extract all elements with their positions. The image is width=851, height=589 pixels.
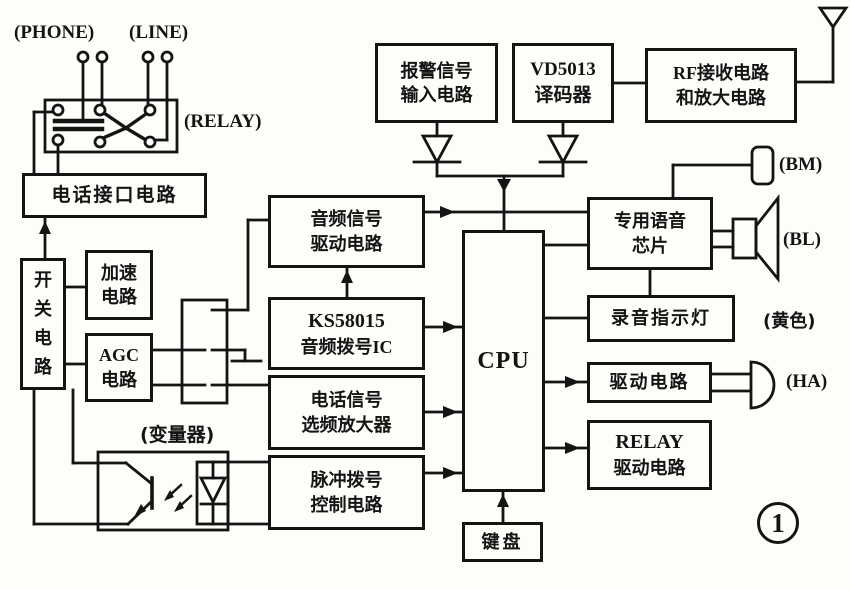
block-alarm-signal-input: 报警信号 输入电路 <box>375 43 498 123</box>
buzzer-icon <box>749 360 776 410</box>
block-voice-chip: 专用语音 芯片 <box>587 197 713 270</box>
microphone-icon <box>750 145 775 186</box>
relay-contacts-icon <box>32 50 179 175</box>
block-phone-interface: 电话接口电路 <box>22 173 207 218</box>
block-relay-drive: RELAY 驱动电路 <box>587 420 712 490</box>
optocoupler-icon <box>96 450 230 532</box>
label-transformer: (变量器) <box>140 424 215 446</box>
diode-icon <box>538 121 588 178</box>
speaker-icon <box>731 193 780 283</box>
block-agc-circuit: AGC 电路 <box>85 333 153 402</box>
antenna-icon <box>795 6 849 84</box>
figure-number-badge: 1 <box>757 502 799 544</box>
block-keyboard: 键盘 <box>462 522 543 562</box>
block-acceleration-circuit: 加速 电路 <box>85 250 153 320</box>
block-audio-signal-drive: 音频信号 驱动电路 <box>268 195 425 268</box>
label-bl: (BL) <box>783 229 821 250</box>
label-phone: (PHONE) <box>14 22 95 43</box>
block-pulse-dial-control: 脉冲拨号 控制电路 <box>268 455 425 530</box>
block-drive-circuit: 驱动电路 <box>587 362 712 403</box>
label-bm: (BM) <box>779 154 823 175</box>
block-tel-signal-amplifier: 电话信号 选频放大器 <box>268 375 425 450</box>
transformer-icon <box>180 298 270 405</box>
block-cpu: CPU <box>462 230 545 492</box>
label-line: (LINE) <box>129 22 189 43</box>
label-ha: (HA) <box>786 371 828 392</box>
block-recording-indicator: 录音指示灯 <box>587 295 735 342</box>
block-vd5013-decoder: VD5013 译码器 <box>512 43 614 123</box>
block-switch-circuit: 开关电路 <box>20 258 66 390</box>
block-ks58015-tone-dial-ic: KS58015 音频拨号IC <box>268 297 425 370</box>
block-rf-receiver: RF接收电路 和放大电路 <box>645 48 797 123</box>
label-yellow: (黄色) <box>763 311 816 332</box>
diode-icon <box>412 121 462 178</box>
label-relay: (RELAY) <box>184 111 262 132</box>
